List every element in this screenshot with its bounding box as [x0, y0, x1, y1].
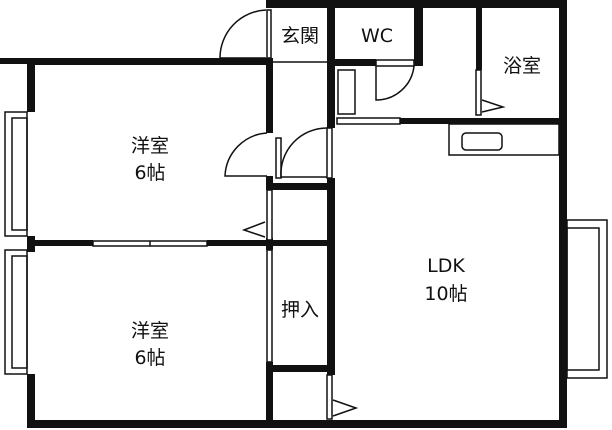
- washbasin: [337, 69, 356, 115]
- window-ldk: [566, 219, 608, 379]
- room-size-ldk: 10帖: [424, 283, 467, 305]
- walls: [0, 0, 567, 428]
- storage-door[interactable]: [266, 189, 273, 241]
- wall: [400, 118, 567, 124]
- storage-door-ldk[interactable]: [326, 374, 333, 420]
- window-bedroom2: [4, 249, 28, 375]
- room-label-closet: 押入: [281, 299, 319, 321]
- wall: [327, 178, 335, 375]
- room-label-wc: WC: [361, 25, 393, 47]
- window-ldk-inner: [566, 227, 600, 371]
- wall: [476, 0, 482, 70]
- wall: [273, 365, 329, 372]
- room-label-bedroom2: 洋室: [131, 320, 169, 342]
- wall: [266, 176, 273, 190]
- wall: [266, 58, 273, 133]
- partitions: [4, 9, 608, 420]
- bath-door-arrow: [481, 99, 506, 113]
- wall: [266, 362, 273, 428]
- room-label-bath: 浴室: [503, 55, 541, 77]
- wc-door-swing[interactable]: [375, 65, 415, 101]
- storage-ldk-door-arrow: [332, 399, 359, 417]
- room-size-bedroom2: 6帖: [134, 347, 165, 369]
- wall: [0, 58, 27, 64]
- bedroom1-door-swing[interactable]: [224, 132, 268, 177]
- wall: [335, 59, 376, 66]
- wall: [0, 58, 6, 64]
- ldk-door-swing[interactable]: [280, 127, 328, 178]
- room-size-bedroom1: 6帖: [134, 162, 165, 184]
- wall: [27, 374, 35, 428]
- wc-door-frame: [375, 59, 415, 67]
- wall: [559, 0, 567, 428]
- wall: [327, 0, 335, 128]
- wall: [27, 58, 35, 112]
- wall: [273, 240, 329, 246]
- wall: [273, 183, 329, 190]
- closet-sliding-door[interactable]: [266, 249, 273, 363]
- wall: [27, 58, 273, 65]
- wall: [27, 240, 93, 246]
- room-label-bedroom1: 洋室: [131, 135, 169, 157]
- kitchen-counter: [448, 123, 560, 156]
- front-door-swing[interactable]: [219, 9, 267, 59]
- front-door-frame: [266, 9, 272, 59]
- room-label-genkan: 玄関: [281, 25, 319, 47]
- hall-door-frame: [275, 137, 282, 179]
- room-label-ldk: LDK: [427, 255, 465, 277]
- window-bedroom1-inner: [11, 117, 28, 231]
- kitchen-sink: [461, 132, 503, 151]
- bath-door[interactable]: [475, 69, 482, 116]
- sanitary-partition: [336, 117, 401, 125]
- ldk-door-frame: [326, 127, 333, 179]
- wall: [27, 420, 567, 428]
- wall: [207, 240, 330, 246]
- storage-door-arrow: [241, 221, 266, 238]
- wall: [414, 0, 423, 66]
- window-bedroom2-inner: [11, 255, 28, 369]
- window-bedroom1: [4, 111, 28, 237]
